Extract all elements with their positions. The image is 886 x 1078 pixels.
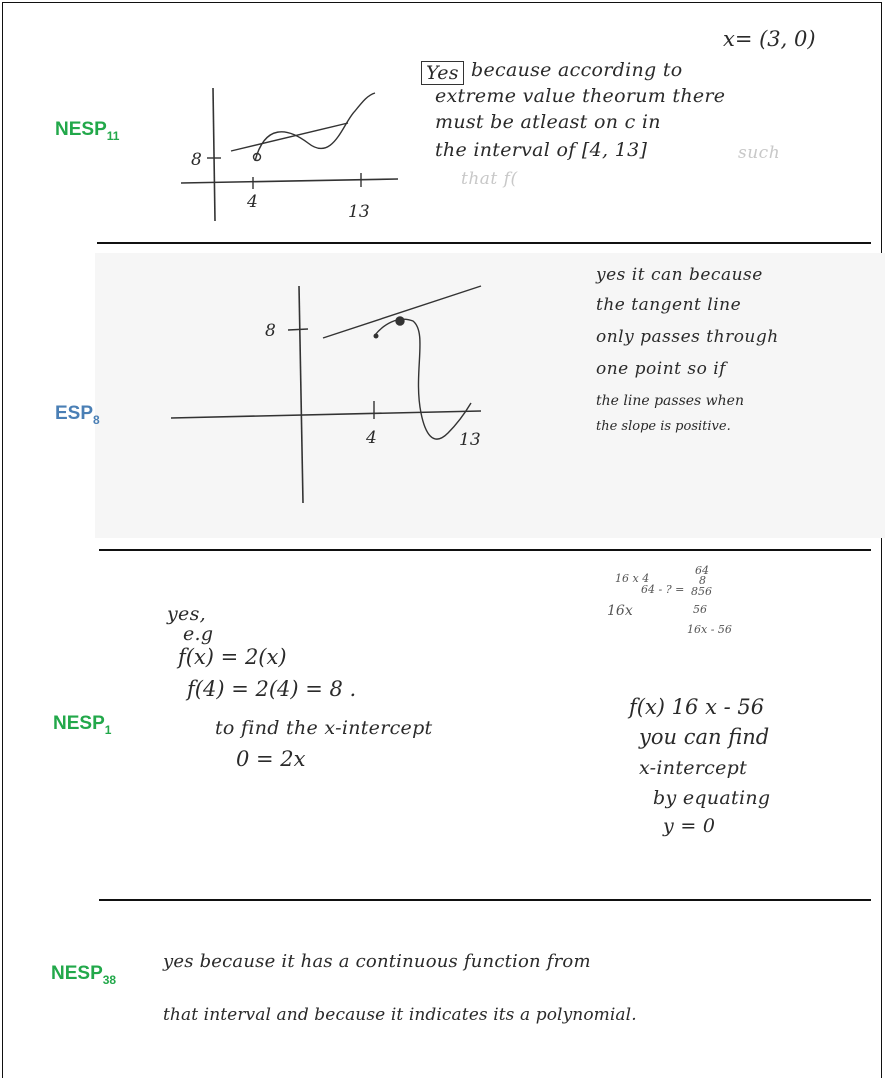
response-panel-2 — [95, 253, 885, 538]
right-work-line: y = 0 — [663, 815, 716, 837]
graph-1-x-tick-b-label: 13 — [348, 202, 370, 222]
divider-3 — [99, 899, 871, 901]
faint-text: that f( — [461, 169, 518, 189]
scratch-work: 56 — [693, 603, 707, 616]
left-work-line: yes, — [167, 603, 206, 625]
faint-text: such — [738, 143, 781, 163]
graph-2-tangent-line — [322, 285, 482, 339]
text-line: yes because it has a continuous function… — [163, 951, 591, 972]
response-label-esp-8: ESP8 — [55, 403, 100, 427]
left-work-line: f(x) = 2(x) — [178, 645, 287, 669]
graph-1-curve — [254, 92, 376, 162]
text-line: the tangent line — [596, 295, 742, 315]
right-work-line: x-intercept — [639, 757, 748, 779]
graph-2-curve — [374, 318, 472, 440]
left-work-line: 0 = 2x — [236, 747, 306, 771]
scratch-work: 16x — [607, 603, 633, 619]
text-line: must be atleast on c in — [435, 111, 661, 133]
graph-2-y-axis — [298, 285, 304, 504]
graph-2-point — [395, 316, 405, 326]
graph-2-x-axis — [170, 410, 482, 419]
right-work-line: f(x) 16 x - 56 — [629, 695, 765, 719]
text-line: that interval and because it indicates i… — [163, 1005, 637, 1025]
text-line: the interval of [4, 13] — [435, 139, 648, 161]
graph-2-y-tick-label: 8 — [265, 321, 276, 341]
graph-2-x-tick-b-label: 13 — [459, 430, 481, 450]
response-label-nesp-1: NESP1 — [53, 713, 112, 737]
text-line: one point so if — [596, 359, 726, 379]
response-label-nesp-38: NESP38 — [51, 963, 117, 987]
divider-1 — [97, 242, 871, 244]
text-line: the slope is positive. — [596, 419, 731, 434]
graph-1-y-tick-label: 8 — [191, 150, 202, 170]
scratch-work: 64 - ? = — [641, 583, 685, 596]
graph-2-y-tick — [287, 328, 309, 331]
answer-yes-box: Yes — [421, 61, 464, 85]
graph-1-x-tick-a-label: 4 — [246, 192, 258, 212]
scratch-work: 64 — [695, 564, 709, 577]
graph-1-point — [252, 152, 262, 162]
scratch-work: 856 — [691, 585, 712, 598]
left-work-line: to find the x-intercept — [215, 717, 433, 739]
header-note: x= (3, 0) — [723, 27, 816, 51]
right-work-line: by equating — [653, 787, 771, 809]
scratch-work: 16 x 4 — [615, 572, 650, 585]
text-line: only passes through — [596, 327, 779, 347]
graph-2-open-point — [373, 333, 379, 339]
graph-1: 8 4 13 — [180, 87, 399, 222]
left-work-line: e.g — [183, 623, 214, 645]
response-label-nesp-11: NESP11 — [55, 119, 120, 143]
text-line: yes it can because — [596, 265, 763, 285]
graph-1-tangent-line — [230, 122, 349, 152]
text-line: because according to — [471, 59, 683, 81]
graph-2-x-tick-a-label: 4 — [365, 428, 377, 448]
graph-1-x-axis — [180, 178, 399, 184]
scratch-work: 16x - 56 — [687, 623, 732, 636]
divider-2 — [99, 549, 871, 551]
text-line: extreme value theorum there — [435, 85, 726, 107]
text-line: the line passes when — [596, 393, 744, 409]
scratch-work: 8 — [699, 574, 706, 587]
graph-1-y-axis — [212, 87, 216, 222]
right-work-line: you can find — [639, 725, 770, 749]
graph-2: 8 4 13 — [170, 285, 482, 504]
left-work-line: f(4) = 2(4) = 8 . — [187, 677, 357, 701]
